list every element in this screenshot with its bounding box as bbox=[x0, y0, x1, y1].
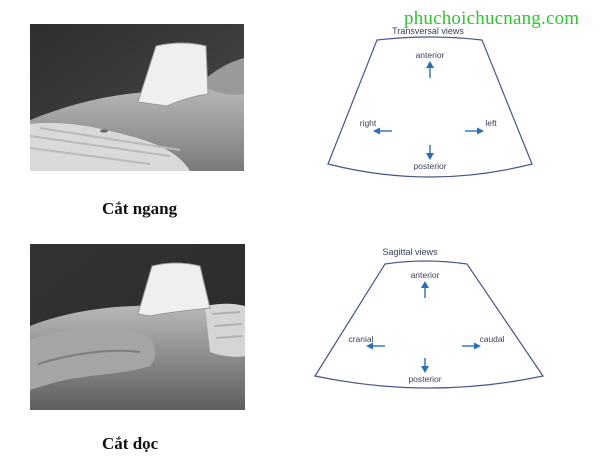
diagram-title: Transversal views bbox=[392, 26, 464, 36]
arrow-up-icon bbox=[426, 61, 434, 78]
label-side-right: caudal bbox=[479, 334, 504, 344]
transverse-scan-photo bbox=[30, 24, 244, 171]
transverse-views-diagram: Transversal views anterior right left po… bbox=[310, 18, 550, 188]
label-side-left: cranial bbox=[348, 334, 373, 344]
arrow-down-icon bbox=[426, 145, 434, 160]
label-posterior: posterior bbox=[408, 374, 441, 384]
label-anterior: anterior bbox=[416, 50, 445, 60]
label-side-left: right bbox=[360, 118, 377, 128]
transverse-caption: Cắt ngang bbox=[102, 199, 178, 218]
label-posterior: posterior bbox=[413, 161, 446, 171]
scan-sector-outline bbox=[327, 36, 533, 178]
arrow-up-icon bbox=[421, 281, 429, 298]
sagittal-scan-photo bbox=[30, 244, 245, 410]
label-side-right: left bbox=[485, 118, 497, 128]
sagittal-caption: Cắt dọc bbox=[102, 434, 159, 453]
watermark-text: phuchoichucnang.com bbox=[404, 8, 580, 29]
sagittal-views-diagram: Sagittal views anterior cranial caudal p… bbox=[305, 240, 555, 400]
diagram-title: Sagittal views bbox=[382, 247, 438, 257]
label-anterior: anterior bbox=[411, 270, 440, 280]
arrow-down-icon bbox=[421, 358, 429, 373]
arrow-right-icon bbox=[462, 342, 481, 350]
arrow-right-icon bbox=[465, 127, 484, 135]
arrow-left-icon bbox=[366, 342, 385, 350]
arrow-left-icon bbox=[373, 127, 392, 135]
scan-sector-outline bbox=[314, 260, 544, 389]
